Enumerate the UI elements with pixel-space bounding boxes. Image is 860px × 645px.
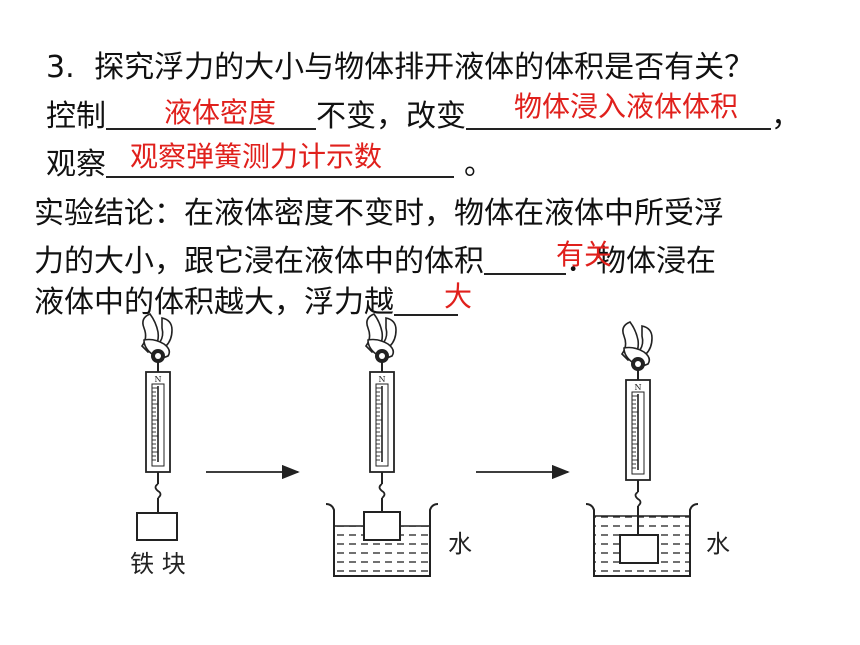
iron-block-full [619,534,659,564]
iron-block-label: 铁 块 [130,550,186,578]
conclusion-line-1: 实验结论：在液体密度不变时，物体在液体中所受浮 [34,196,724,231]
spring-scale-2 [365,313,397,512]
control-blank [106,98,316,130]
period: 。 [464,147,494,182]
relation-blank [484,243,566,275]
conclusion-line-2-suffix: ．物体浸在 [566,244,716,279]
conclusion-line-3-prefix: 液体中的体积越大，浮力越 [34,285,394,320]
conclusion-line-2: 力的大小，跟它浸在液体中的体积 ．物体浸在 [34,243,716,280]
conclusion-line-2-prefix: 力的大小，跟它浸在液体中的体积 [34,244,484,279]
observe-answer: 观察弹簧测力计示数 [130,140,383,173]
question-title: 探究浮力的大小与物体排开液体的体积是否有关？ [94,50,755,85]
control-answer: 液体密度 [164,96,277,129]
control-prefix: 控制 [46,99,106,134]
control-line: 控制 不变，改变 ， [46,98,801,135]
observe-blank [106,146,454,178]
iron-block [136,512,178,541]
question-number: 3. [46,50,75,85]
observe-line: 观察 。 [46,146,494,183]
change-blank [466,98,771,130]
spring-scale-3 [621,321,653,507]
question-title-line: 3. 探究浮力的大小与物体排开液体的体积是否有关？ [46,50,754,86]
trend-answer: 大 [444,280,473,313]
trend-blank [394,284,458,316]
comma: ， [771,99,801,134]
relation-answer: 有关 [556,238,613,271]
water-label-1: 水 [448,530,472,558]
spring-scale-1 [136,313,178,541]
observe-prefix: 观察 [46,147,106,182]
control-suffix: 不变，改变 [316,99,466,134]
beaker-2 [585,503,699,577]
conclusion-line-3: 液体中的体积越大，浮力越 [34,284,458,321]
change-answer: 物体浸入液体体积 [514,90,739,123]
water-label-2: 水 [706,530,730,558]
iron-block-partial [363,511,401,541]
beaker-1 [325,503,439,577]
